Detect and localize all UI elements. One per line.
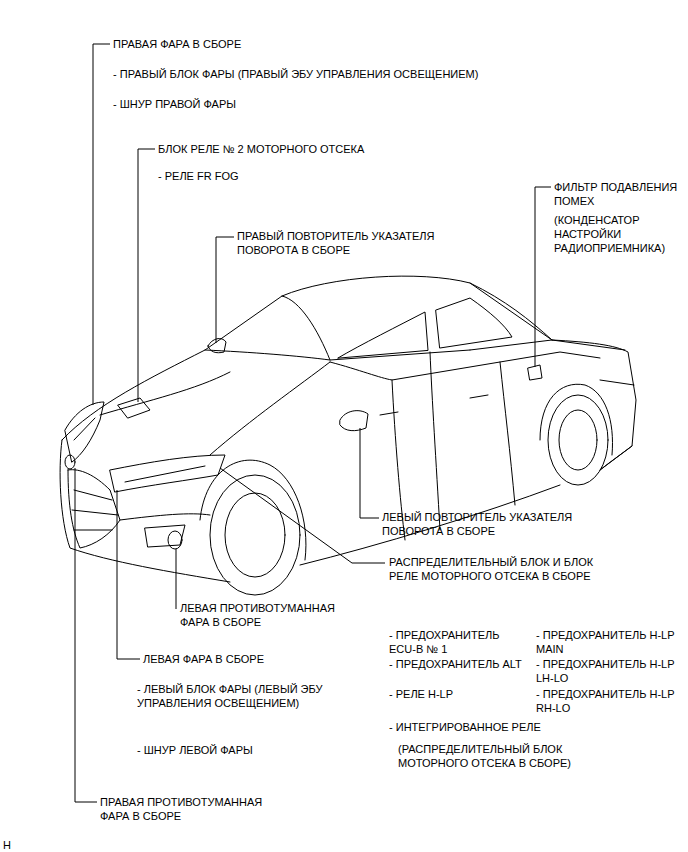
part-label: (КОНДЕНСАТОР НАСТРОЙКИ РАДИОПРИЕМНИКА) bbox=[554, 213, 672, 255]
figure-code: H bbox=[3, 838, 33, 852]
leader-lines bbox=[75, 44, 551, 802]
part-label: - ПРЕДОХРАНИТЕЛЬ H-LP RH-LO bbox=[536, 687, 681, 715]
part-label: ЛЕВАЯ ФАРА В СБОРЕ bbox=[143, 652, 363, 666]
part-label: (РАСПРЕДЕЛИТЕЛЬНЫЙ БЛОК МОТОРНОГО ОТСЕКА… bbox=[398, 742, 603, 770]
part-label: - ШНУР ПРАВОЙ ФАРЫ bbox=[113, 97, 413, 111]
part-label: ФИЛЬТР ПОДАВЛЕНИЯ ПОМЕХ bbox=[554, 180, 682, 208]
part-label: - ПРЕДОХРАНИТЕЛЬ H-LP MAIN bbox=[536, 628, 681, 656]
part-label: - РЕЛЕ H-LP bbox=[389, 687, 529, 701]
part-label: - ПРЕДОХРАНИТЕЛЬ ALT bbox=[389, 657, 529, 671]
part-label: РАСПРЕДЕЛИТЕЛЬНЫЙ БЛОК И БЛОК РЕЛЕ МОТОР… bbox=[389, 555, 611, 583]
part-label: ЛЕВАЯ ПРОТИВОТУМАННАЯ ФАРА В СБОРЕ bbox=[180, 601, 360, 629]
part-label: - ЛЕВЫЙ БЛОК ФАРЫ (ЛЕВЫЙ ЭБУ УПРАВЛЕНИЯ … bbox=[137, 682, 355, 710]
part-label: - ПРЕДОХРАНИТЕЛЬ ECU-B № 1 bbox=[389, 628, 529, 656]
part-label: - ШНУР ЛЕВОЙ ФАРЫ bbox=[137, 743, 357, 757]
part-label: ЛЕВЫЙ ПОВТОРИТЕЛЬ УКАЗАТЕЛЯ ПОВОРОТА В С… bbox=[382, 510, 592, 538]
part-label: - ПРАВЫЙ БЛОК ФАРЫ (ПРАВЫЙ ЭБУ УПРАВЛЕНИ… bbox=[113, 67, 513, 81]
part-label: ПРАВАЯ ПРОТИВОТУМАННАЯ ФАРА В СБОРЕ bbox=[100, 795, 278, 823]
part-label: ПРАВАЯ ФАРА В СБОРЕ bbox=[113, 37, 313, 51]
part-label: - ПРЕДОХРАНИТЕЛЬ H-LP LH-LO bbox=[536, 657, 681, 685]
part-label: - ИНТЕГРИРОВАННОЕ РЕЛЕ bbox=[389, 720, 649, 734]
part-label: ПРАВЫЙ ПОВТОРИТЕЛЬ УКАЗАТЕЛЯ ПОВОРОТА В … bbox=[237, 229, 452, 257]
part-label: БЛОК РЕЛЕ № 2 МОТОРНОГО ОТСЕКА bbox=[158, 142, 458, 156]
part-label: - РЕЛЕ FR FOG bbox=[158, 169, 358, 183]
